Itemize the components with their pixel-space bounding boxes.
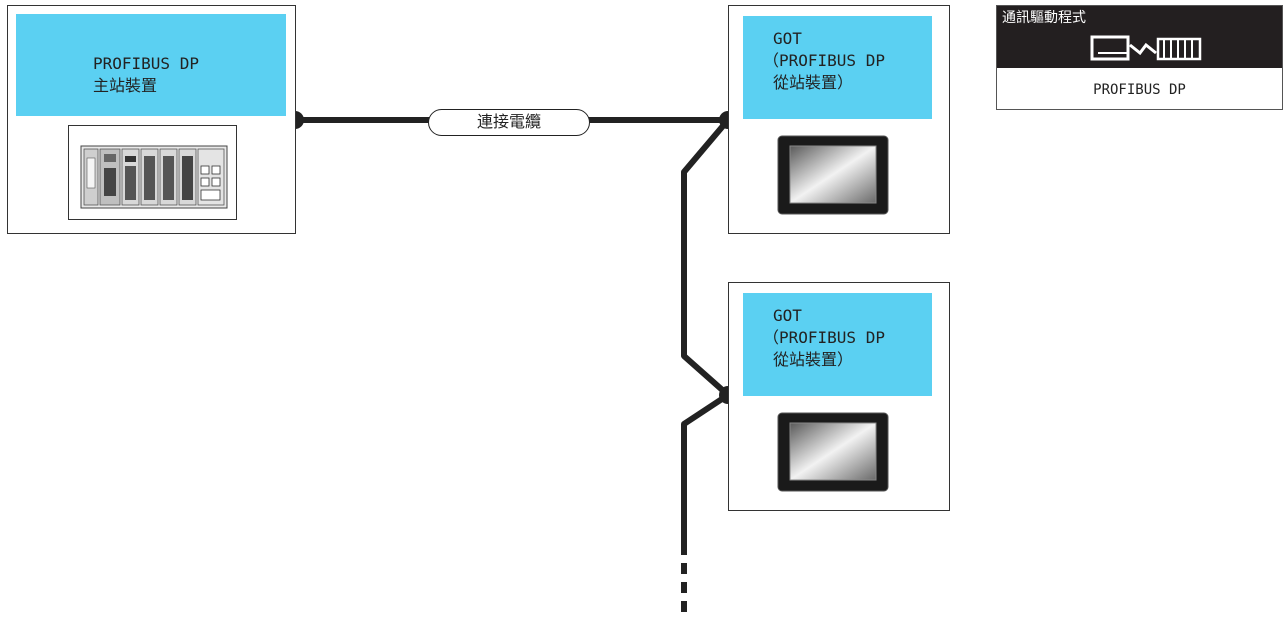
slave-1-label-line-3: 從站裝置） <box>773 73 854 92</box>
slave-2-label-line-2: （PROFIBUS DP <box>763 328 885 347</box>
master-label-line-2: 主站裝置 <box>93 76 158 95</box>
slave-2-label-line-1: GOT <box>773 306 802 325</box>
communication-driver-panel: 通訊驅動程式 PROFIBUS DP <box>996 5 1283 110</box>
continuation-cable <box>681 392 730 555</box>
driver-connection-icon <box>1090 35 1202 61</box>
slave-2-label-line-3: 從站裝置） <box>773 350 854 369</box>
driver-title: 通訊驅動程式 <box>1002 10 1086 26</box>
slave-station-box-2: GOT （PROFIBUS DP 從站裝置） <box>728 282 950 511</box>
driver-name: PROFIBUS DP <box>1093 82 1186 98</box>
driver-header: 通訊驅動程式 <box>997 6 1282 68</box>
master-label-line-1: PROFIBUS DP <box>93 54 199 73</box>
slave-station-label-2: GOT （PROFIBUS DP 從站裝置） <box>743 293 932 396</box>
slave-1-label-line-2: （PROFIBUS DP <box>763 51 885 70</box>
got-panel-icon-2 <box>777 412 889 492</box>
drop-cable <box>681 118 731 398</box>
master-station-label: PROFIBUS DP 主站裝置 <box>16 14 286 116</box>
slave-station-box-1: GOT （PROFIBUS DP 從站裝置） <box>728 5 950 234</box>
master-station-box: PROFIBUS DP 主站裝置 <box>7 5 296 234</box>
cable-label: 連接電纜 <box>428 109 590 136</box>
got-panel-icon-1 <box>777 135 889 215</box>
plc-rack-icon <box>80 145 228 209</box>
plc-image-frame <box>68 125 237 220</box>
slave-station-label-1: GOT （PROFIBUS DP 從站裝置） <box>743 16 932 119</box>
slave-1-label-line-1: GOT <box>773 29 802 48</box>
